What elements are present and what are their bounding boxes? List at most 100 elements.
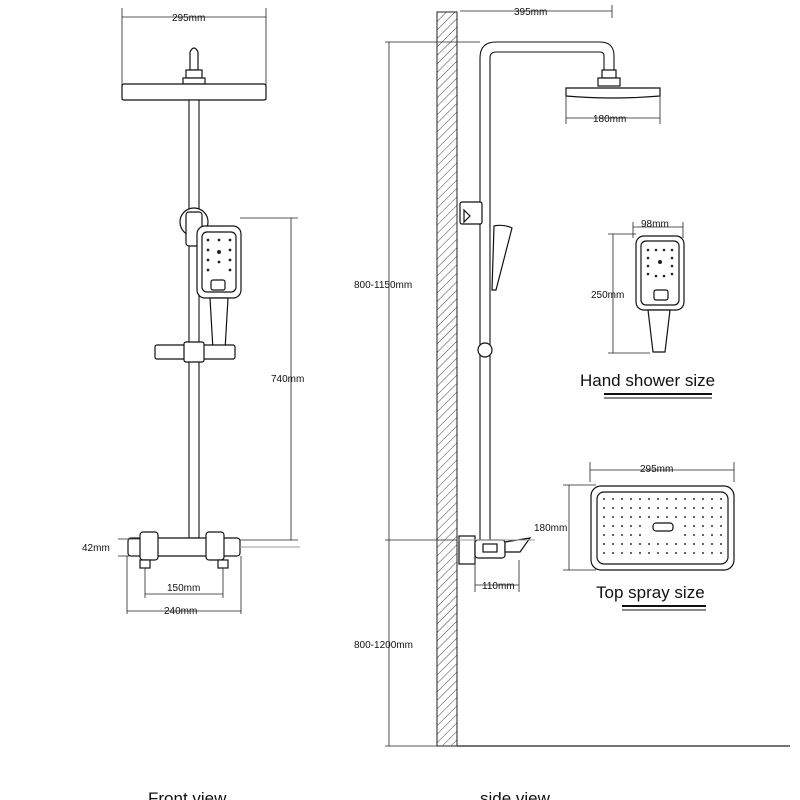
spray-nozzle [711, 525, 713, 527]
spray-nozzle [639, 498, 641, 500]
spray-nozzle [621, 498, 623, 500]
spray-nozzle [702, 543, 704, 545]
spray-nozzle [711, 498, 713, 500]
hand-shower-title: Hand shower size [580, 371, 715, 390]
spray-nozzle [603, 516, 605, 518]
front-inlet-spacing-label: 150mm [167, 583, 200, 594]
spray-nozzle [684, 516, 686, 518]
spray-nozzle [711, 507, 713, 509]
front-view: 295mm [82, 8, 304, 800]
top-spray-depth-label: 180mm [534, 523, 567, 534]
top-spray-detail: 295mm 180mm Top spray size [534, 462, 735, 611]
spray-nozzle [693, 552, 695, 554]
spray-nozzle [702, 552, 704, 554]
spray-nozzle [711, 534, 713, 536]
spray-nozzle [630, 498, 632, 500]
spray-nozzle [684, 543, 686, 545]
spray-nozzle [621, 507, 623, 509]
spray-nozzle [702, 525, 704, 527]
spray-nozzle [648, 552, 650, 554]
spray-nozzle [693, 543, 695, 545]
spray-nozzle [612, 552, 614, 554]
side-head-height-label: 800-1150mm [354, 280, 412, 291]
spray-nozzle [612, 516, 614, 518]
spray-nozzle [702, 516, 704, 518]
spray-nozzle [603, 543, 605, 545]
spray-nozzle [720, 534, 722, 536]
spray-nozzle [648, 516, 650, 518]
spray-nozzle [621, 552, 623, 554]
spray-nozzle [666, 498, 668, 500]
spray-nozzle [675, 552, 677, 554]
spray-nozzle [612, 543, 614, 545]
spray-nozzle [720, 516, 722, 518]
spray-nozzle [603, 534, 605, 536]
spray-nozzle [720, 525, 722, 527]
front-view-caption: Front view [148, 789, 227, 800]
hand-shower-detail: 98mm 250mm Hand shower size [580, 219, 715, 399]
spray-nozzle [657, 552, 659, 554]
spray-nozzle [684, 507, 686, 509]
front-shower-arm [189, 47, 199, 71]
spray-nozzle [648, 507, 650, 509]
spray-nozzle [702, 534, 704, 536]
spray-nozzle [603, 507, 605, 509]
spray-nozzle [666, 543, 668, 545]
spray-nozzle [639, 507, 641, 509]
spray-nozzle [666, 507, 668, 509]
spray-nozzle [693, 507, 695, 509]
spray-nozzle [684, 525, 686, 527]
spray-nozzle [630, 507, 632, 509]
top-spray-width-label: 295mm [640, 464, 673, 475]
spray-nozzle [693, 534, 695, 536]
spray-nozzle [657, 543, 659, 545]
spray-nozzle [711, 516, 713, 518]
side-hand-shower [491, 224, 513, 291]
spray-nozzle [639, 552, 641, 554]
front-thermostatic-valve [127, 531, 300, 569]
spray-nozzle [702, 498, 704, 500]
spray-nozzle [603, 525, 605, 527]
front-valve-width-label: 240mm [164, 606, 197, 617]
spray-nozzle [675, 516, 677, 518]
spray-nozzle [711, 543, 713, 545]
spray-nozzle [657, 516, 659, 518]
spray-nozzle [684, 552, 686, 554]
spray-nozzle [657, 498, 659, 500]
spray-nozzle [639, 543, 641, 545]
spray-nozzle [666, 516, 668, 518]
spray-nozzle [630, 516, 632, 518]
hand-shower-width-label: 98mm [641, 219, 669, 230]
side-shelf-depth-label: 110mm [482, 581, 515, 592]
spray-nozzle [603, 498, 605, 500]
spray-nozzle [630, 534, 632, 536]
spray-nozzle [612, 498, 614, 500]
spray-nozzle [720, 543, 722, 545]
spray-nozzle [711, 552, 713, 554]
spray-nozzle [612, 534, 614, 536]
front-riser-pipe [188, 99, 200, 539]
side-head-diameter-label: 180mm [593, 114, 626, 125]
spray-nozzle [657, 507, 659, 509]
spray-nozzle [621, 543, 623, 545]
spray-nozzle [720, 498, 722, 500]
spray-nozzle [630, 525, 632, 527]
spray-nozzle [720, 507, 722, 509]
spray-nozzle [675, 498, 677, 500]
spray-nozzle [648, 498, 650, 500]
side-view: 395mm 180mm 110mm [354, 5, 790, 800]
spray-nozzle [675, 543, 677, 545]
spray-nozzle [720, 552, 722, 554]
spray-nozzle [702, 507, 704, 509]
side-rain-head [565, 87, 661, 99]
spray-nozzle [621, 534, 623, 536]
side-valve-height-label: 800-1200mm [354, 640, 413, 651]
side-projection-label: 395mm [514, 7, 547, 18]
side-view-caption: side view [480, 789, 551, 800]
side-thermostatic-valve [458, 535, 532, 565]
front-slide-height-label: 740mm [271, 374, 304, 385]
spray-nozzle [612, 507, 614, 509]
spray-nozzle [621, 516, 623, 518]
top-spray-title: Top spray size [596, 583, 705, 602]
